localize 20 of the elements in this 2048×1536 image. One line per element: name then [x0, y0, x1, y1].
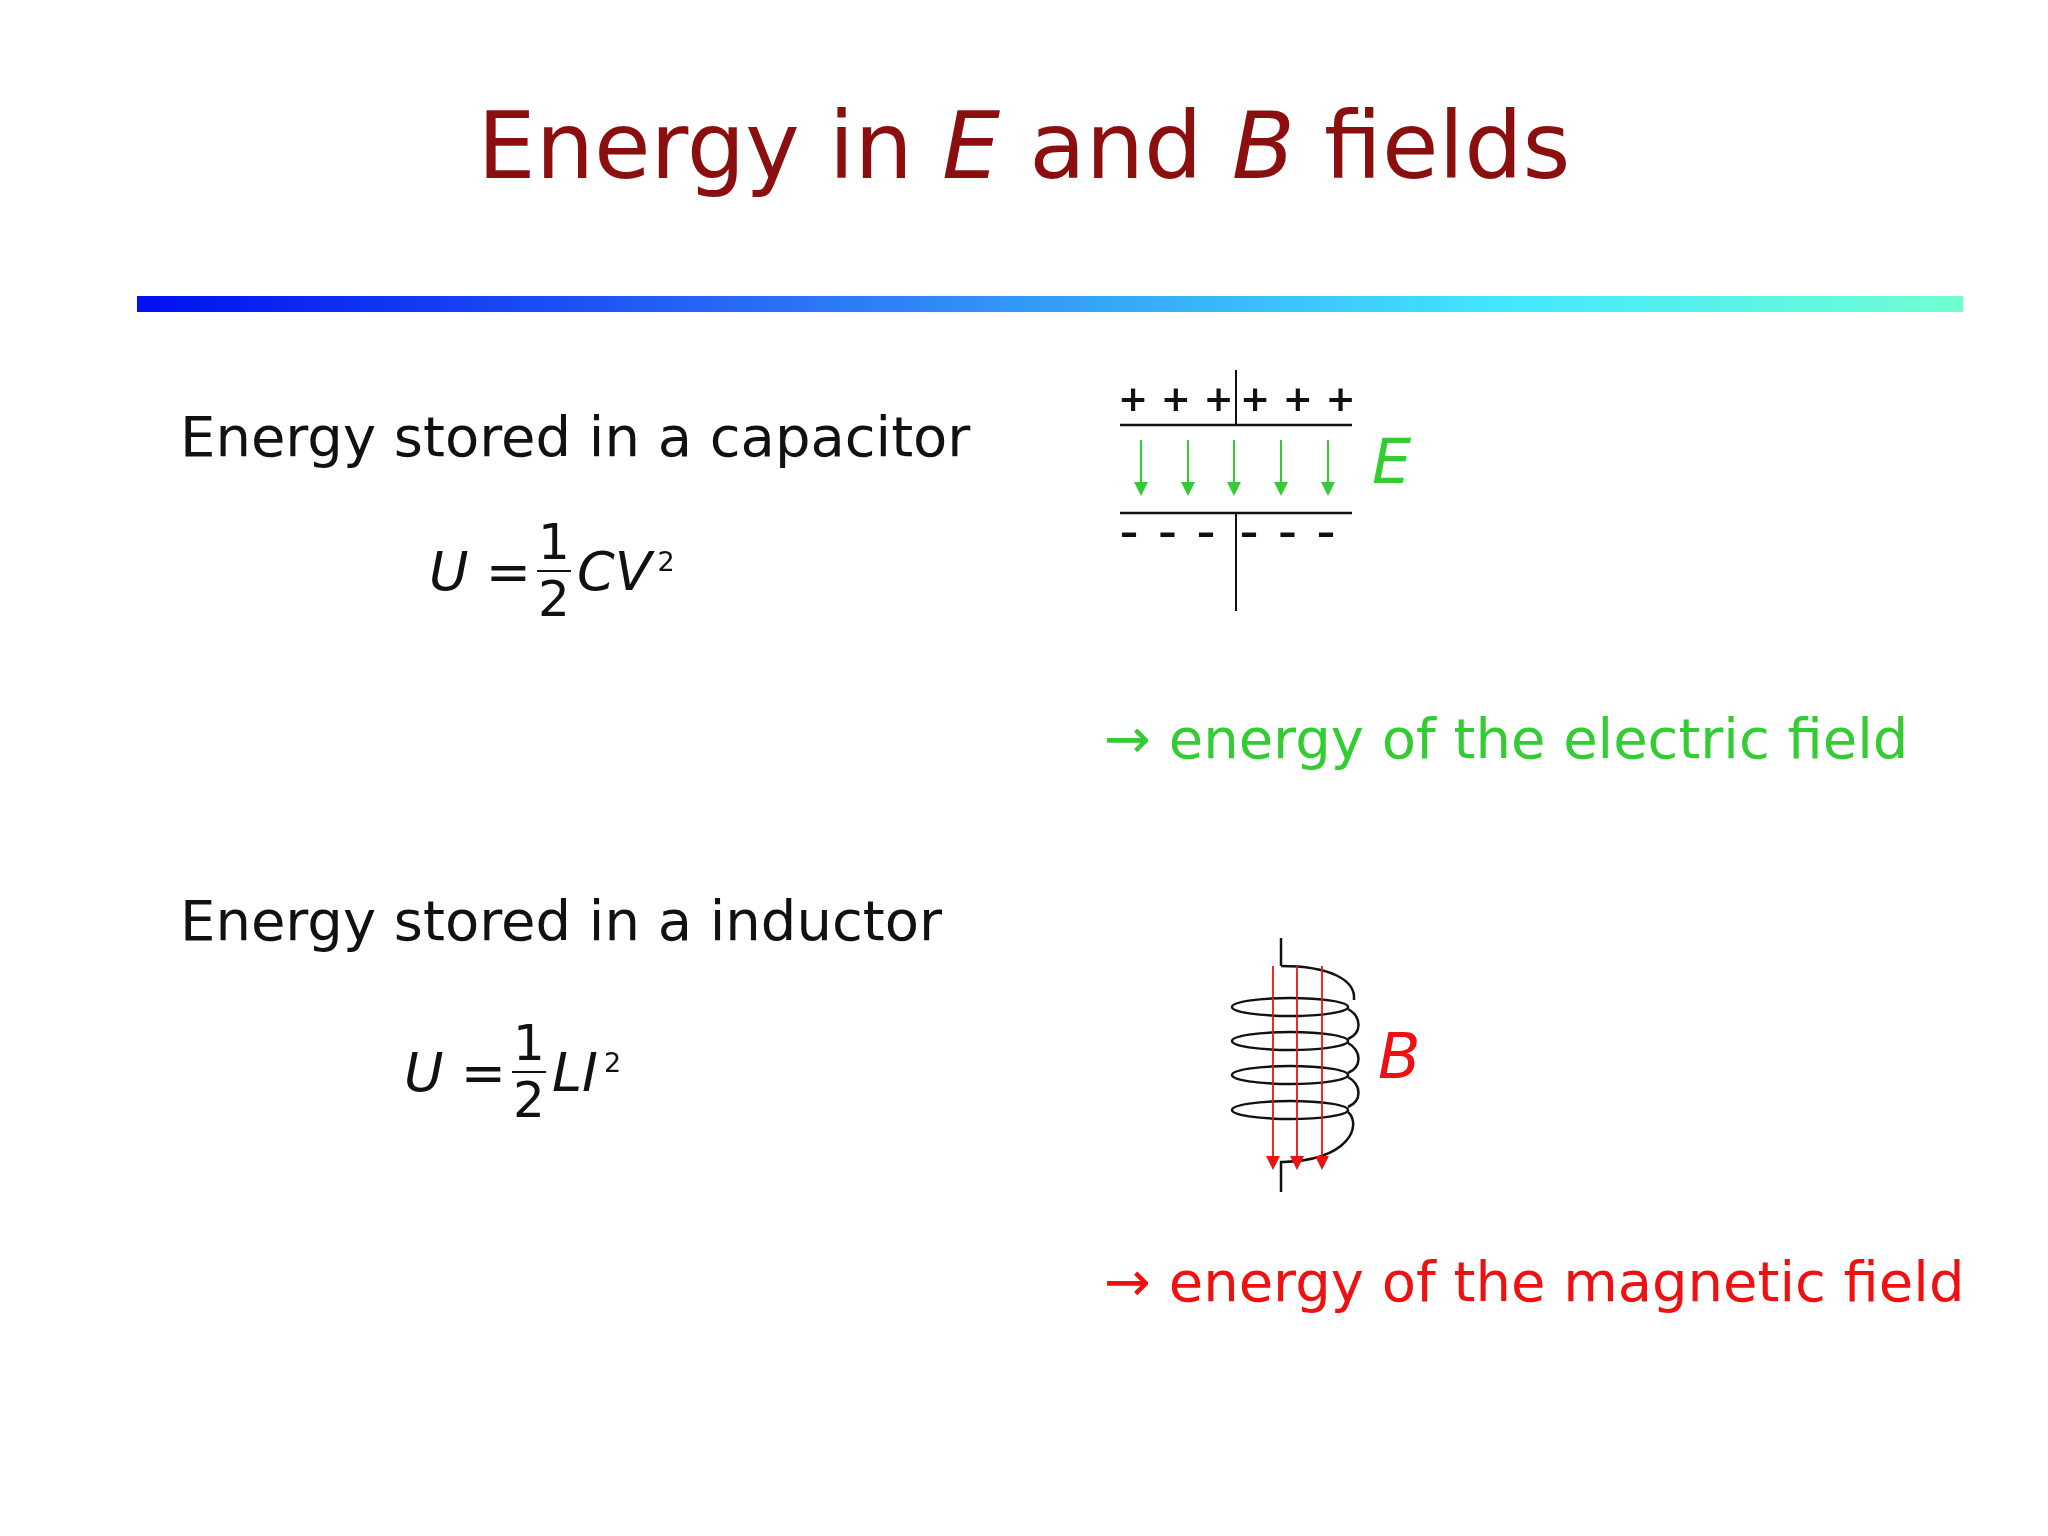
- fraction-numerator: 1: [513, 1016, 545, 1071]
- fraction-numerator: 1: [538, 515, 570, 570]
- formula-symbol: CV$^{2}$: [575, 539, 676, 603]
- section-heading: Energy stored in a capacitor: [180, 405, 971, 470]
- field-symbol: E: [1372, 426, 1412, 498]
- charge-signs: – – –: [1120, 512, 1216, 554]
- charge-signs: + + +: [1240, 378, 1356, 420]
- field-symbol: B: [1378, 1021, 1421, 1093]
- charge-signs: + + +: [1118, 378, 1234, 420]
- slide-title: Energy in E and B fields: [476, 92, 1572, 202]
- fraction-denominator: 2: [513, 1073, 545, 1128]
- formula-symbol: LI$^{2}$: [550, 1040, 623, 1104]
- title-rule-bar: [137, 296, 1963, 312]
- section-heading: Energy stored in a inductor: [180, 889, 942, 954]
- formula-symbol: U =: [428, 539, 532, 603]
- field-energy-note: → energy of the magnetic field: [1104, 1250, 1965, 1315]
- fraction-denominator: 2: [538, 572, 570, 627]
- formula-symbol: U =: [403, 1040, 507, 1104]
- charge-signs: – – –: [1240, 512, 1336, 554]
- field-energy-note: → energy of the electric field: [1104, 707, 1909, 772]
